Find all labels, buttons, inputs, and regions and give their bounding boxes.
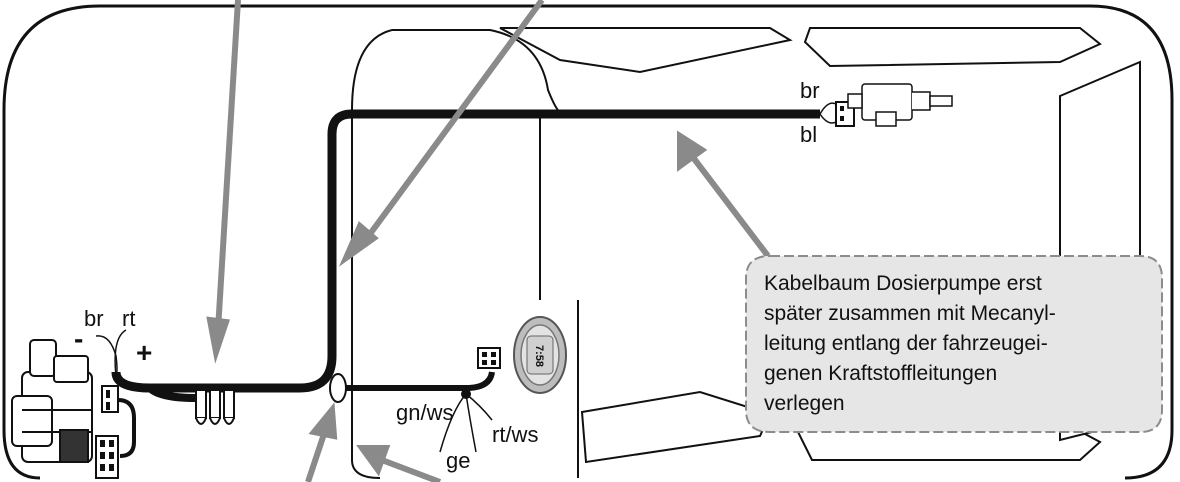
fuse-branch bbox=[147, 384, 197, 402]
battery-wire-rt bbox=[114, 329, 127, 377]
callout-line-3: leitung entlang der fahrzeugei- bbox=[764, 332, 1048, 355]
main-harness bbox=[111, 109, 820, 393]
window-upper-left bbox=[499, 27, 793, 74]
window-upper-right bbox=[803, 27, 1102, 68]
timer-branch bbox=[340, 371, 495, 391]
label-gn-ws: gn/ws bbox=[396, 400, 453, 425]
label-ge: ge bbox=[446, 448, 470, 473]
label-rt-ws: rt/ws bbox=[492, 422, 538, 447]
fuse-holder bbox=[195, 389, 235, 425]
split-wires bbox=[439, 393, 493, 453]
label-bl-pump: bl bbox=[800, 122, 817, 147]
label-plus: + bbox=[136, 337, 152, 368]
heater-connector-upper bbox=[101, 385, 119, 413]
callout-line-1: Kabelbaum Dosierpumpe erst bbox=[764, 272, 1042, 295]
heater-unit bbox=[11, 339, 93, 463]
heater-connector-lower bbox=[95, 435, 119, 479]
callout-box: Kabelbaum Dosierpumpe erst später zusamm… bbox=[745, 255, 1163, 433]
timer-unit: 7:58 bbox=[513, 316, 567, 394]
cable-grommet bbox=[329, 373, 347, 403]
cabin-outline-right bbox=[539, 112, 579, 478]
timer-display: 7:58 bbox=[533, 345, 545, 367]
label-br-left: br bbox=[84, 306, 104, 331]
pointer-arrows bbox=[206, 0, 771, 482]
battery-wire-br bbox=[95, 335, 118, 377]
window-lower-left bbox=[580, 390, 772, 464]
callout-line-5: verlegen bbox=[764, 392, 845, 415]
timer-connector bbox=[477, 347, 501, 369]
callout-line-2: später zusammen mit Mecanyl- bbox=[764, 302, 1056, 325]
dosing-pump bbox=[819, 83, 953, 127]
vehicle-outline bbox=[2, 4, 1174, 480]
label-rt-left: rt bbox=[122, 306, 135, 331]
heater-loop-cable bbox=[117, 398, 136, 458]
callout-line-4: genen Kraftstoffleitungen bbox=[764, 362, 997, 385]
label-br-pump: br bbox=[800, 78, 820, 103]
label-minus: - bbox=[74, 323, 83, 354]
